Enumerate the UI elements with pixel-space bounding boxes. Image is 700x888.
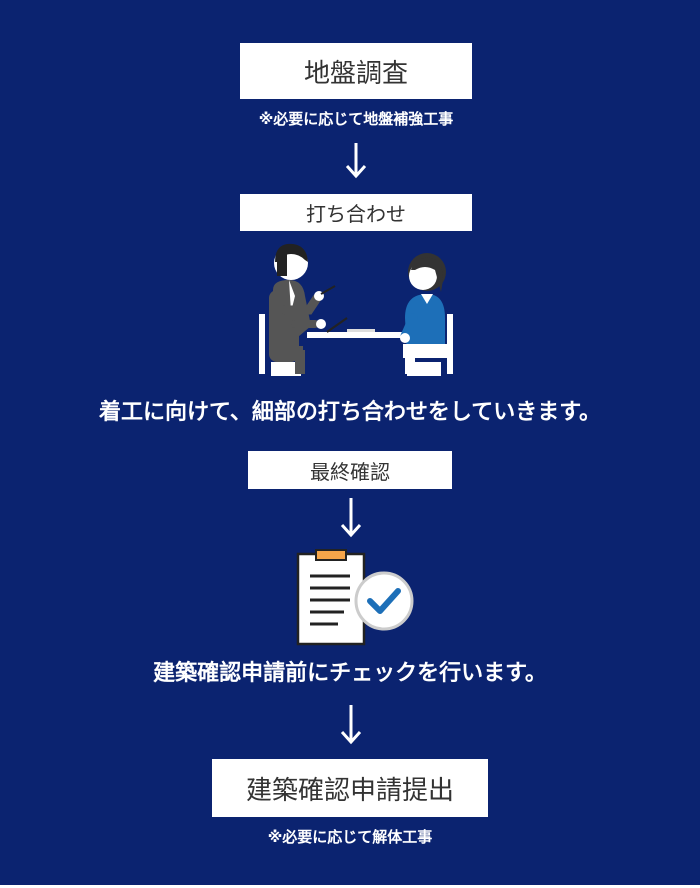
step-meeting-description: 着工に向けて、細部の打ち合わせをしていきます。 <box>98 400 602 425</box>
step-application-label: 建築確認申請提出 <box>245 775 454 806</box>
step-application-note: ※必要に応じて解体工事 <box>267 828 433 846</box>
arrow-down-icon <box>338 496 364 538</box>
arrow-down-icon <box>343 141 369 179</box>
step-final-check-description: 建築確認申請前にチェックを行います。 <box>153 661 547 686</box>
step-meeting-label: 打ち合わせ <box>306 202 406 226</box>
step-final-check-label: 最終確認 <box>310 459 390 484</box>
arrow-down-icon <box>338 703 364 745</box>
step-survey-note: ※必要に応じて地盤補強工事 <box>258 110 454 128</box>
step-survey-label: 地盤調査 <box>303 58 408 89</box>
step-final-check-box: 最終確認 <box>248 451 452 489</box>
step-meeting-box: 打ち合わせ <box>240 194 472 231</box>
step-survey-box: 地盤調査 <box>240 43 472 99</box>
meeting-people-icon <box>255 240 455 385</box>
clipboard-check-icon <box>292 548 418 648</box>
step-application-box: 建築確認申請提出 <box>212 759 488 817</box>
